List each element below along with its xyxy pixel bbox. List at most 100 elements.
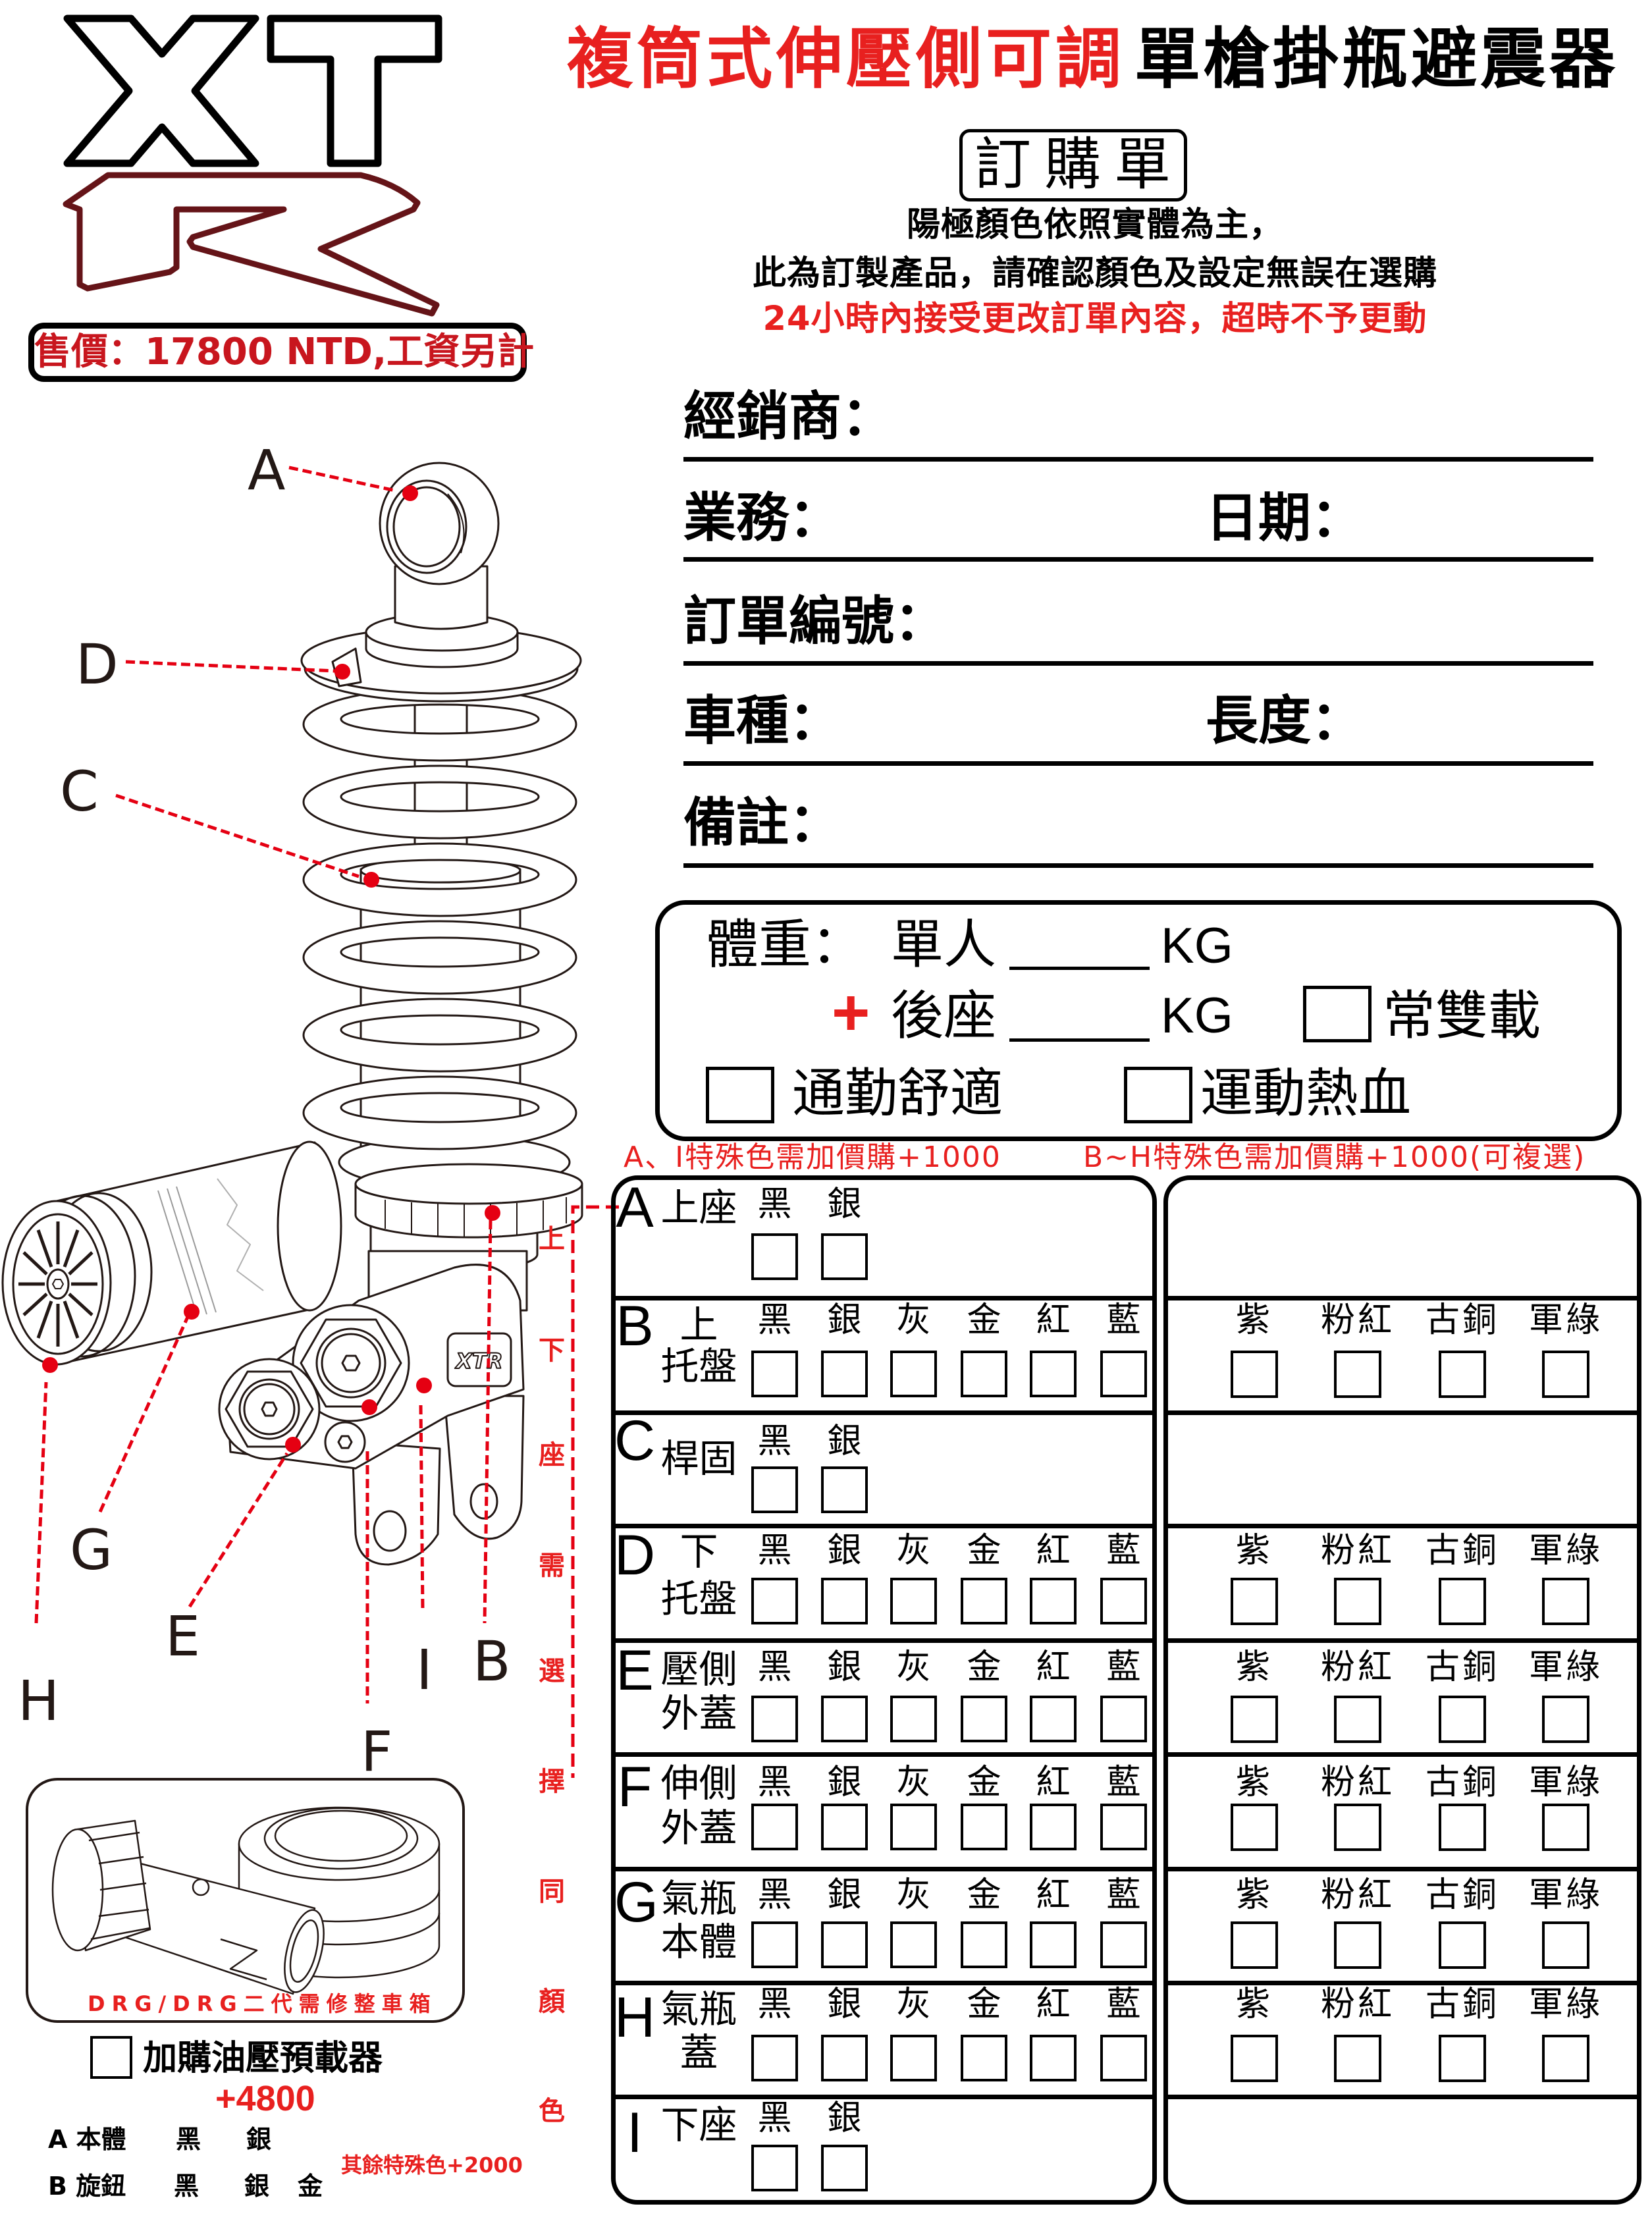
checkbox-b-gray[interactable]: [890, 1351, 937, 1397]
checkbox-h-black[interactable]: [751, 2035, 798, 2081]
checkbox-c-silver[interactable]: [821, 1466, 868, 1513]
checkbox-i-silver[interactable]: [821, 2145, 868, 2191]
checkbox-a-silver[interactable]: [821, 1233, 868, 1280]
addon-part-b-color: 銀: [244, 2172, 270, 2201]
checkbox-h-purple[interactable]: [1231, 2035, 1278, 2082]
checkbox-d-gray[interactable]: [890, 1578, 937, 1624]
checkbox-b-purple[interactable]: [1231, 1351, 1278, 1398]
special-color-option: 古銅: [1426, 1298, 1497, 1403]
checkbox-d-bronze[interactable]: [1439, 1578, 1486, 1625]
row-divider: [616, 1296, 1152, 1300]
checkbox-d-purple[interactable]: [1231, 1578, 1278, 1625]
checkbox-e-red[interactable]: [1030, 1696, 1077, 1742]
date-input[interactable]: [1206, 496, 1593, 562]
row-divider: [616, 1867, 1152, 1871]
color-option: 藍: [1100, 1298, 1147, 1403]
addon-part-b-color: 黑: [174, 2172, 200, 2201]
checkbox-f-gray[interactable]: [890, 1804, 937, 1850]
checkbox-e-black[interactable]: [751, 1696, 798, 1742]
length-input[interactable]: [1206, 700, 1593, 766]
checkbox-f-bronze[interactable]: [1439, 1804, 1486, 1851]
row-divider: [616, 1410, 1152, 1415]
commute-comfort-checkbox[interactable]: [706, 1067, 774, 1123]
same-color-bracket: [571, 1205, 619, 1778]
color-label: 軍綠: [1528, 1763, 1603, 1802]
color-label: 古銅: [1425, 1648, 1499, 1687]
checkbox-b-bronze[interactable]: [1439, 1351, 1486, 1398]
add-preload-adjuster-checkbox[interactable]: [90, 2036, 132, 2079]
remarks-input[interactable]: [683, 802, 1593, 868]
checkbox-d-silver[interactable]: [821, 1578, 868, 1624]
checkbox-b-silver[interactable]: [821, 1351, 868, 1397]
checkbox-b-gold[interactable]: [961, 1351, 1007, 1397]
checkbox-e-blue[interactable]: [1100, 1696, 1147, 1742]
checkbox-i-black[interactable]: [751, 2145, 798, 2191]
checkbox-b-red[interactable]: [1030, 1351, 1077, 1397]
checkbox-f-black[interactable]: [751, 1804, 798, 1850]
checkbox-g-gold[interactable]: [961, 1921, 1007, 1968]
checkbox-g-blue[interactable]: [1100, 1921, 1147, 1968]
checkbox-f-gold[interactable]: [961, 1804, 1007, 1850]
checkbox-g-pink[interactable]: [1334, 1921, 1381, 1969]
checkbox-g-black[interactable]: [751, 1921, 798, 1968]
checkbox-h-red[interactable]: [1030, 2035, 1077, 2081]
passenger-weight-input[interactable]: [1009, 992, 1150, 1042]
checkbox-h-gold[interactable]: [961, 2035, 1007, 2081]
checkbox-e-purple[interactable]: [1231, 1696, 1278, 1743]
order-number-input[interactable]: [683, 600, 1593, 666]
color-label: 古銅: [1425, 1985, 1499, 2024]
checkbox-b-pink[interactable]: [1334, 1351, 1381, 1398]
checkbox-d-blue[interactable]: [1100, 1578, 1147, 1624]
checkbox-a-black[interactable]: [751, 1233, 798, 1280]
checkbox-h-silver[interactable]: [821, 2035, 868, 2081]
frequent-two-up-checkbox[interactable]: [1303, 986, 1372, 1042]
reservoir-end-cap: [1, 1200, 112, 1366]
checkbox-c-black[interactable]: [751, 1466, 798, 1513]
sales-input[interactable]: [683, 496, 1206, 562]
checkbox-g-purple[interactable]: [1231, 1921, 1278, 1969]
checkbox-h-pink[interactable]: [1334, 2035, 1381, 2082]
checkbox-b-black[interactable]: [751, 1351, 798, 1397]
color-option: 藍: [1100, 1640, 1147, 1746]
checkbox-g-gray[interactable]: [890, 1921, 937, 1968]
part-name: 托盤: [660, 1576, 737, 1621]
checkbox-h-blue[interactable]: [1100, 2035, 1147, 2081]
checkbox-e-pink[interactable]: [1334, 1696, 1381, 1743]
checkbox-b-army-green[interactable]: [1542, 1351, 1589, 1398]
vehicle-input[interactable]: [683, 700, 1206, 766]
checkbox-h-army-green[interactable]: [1542, 2035, 1589, 2082]
checkbox-f-red[interactable]: [1030, 1804, 1077, 1850]
checkbox-e-army-green[interactable]: [1542, 1696, 1589, 1743]
rider-weight-input[interactable]: [1009, 921, 1150, 970]
checkbox-d-pink[interactable]: [1334, 1578, 1381, 1625]
checkbox-h-gray[interactable]: [890, 2035, 937, 2081]
checkbox-e-gray[interactable]: [890, 1696, 937, 1742]
checkbox-f-blue[interactable]: [1100, 1804, 1147, 1850]
sport-checkbox[interactable]: [1124, 1067, 1192, 1123]
checkbox-f-purple[interactable]: [1231, 1804, 1278, 1851]
checkbox-f-army-green[interactable]: [1542, 1804, 1589, 1851]
checkbox-g-silver[interactable]: [821, 1921, 868, 1968]
drg-fitment-caption: DRG/DRG二代需修整車箱: [88, 1991, 437, 2016]
checkbox-h-bronze[interactable]: [1439, 2035, 1486, 2082]
checkbox-g-bronze[interactable]: [1439, 1921, 1486, 1969]
color-label: 粉紅: [1320, 1300, 1395, 1340]
checkbox-b-blue[interactable]: [1100, 1351, 1147, 1397]
dealer-input[interactable]: [683, 396, 1593, 462]
color-label: 銀: [827, 1531, 862, 1570]
checkbox-e-bronze[interactable]: [1439, 1696, 1486, 1743]
color-option: 紅: [1030, 1754, 1077, 1860]
checkbox-f-silver[interactable]: [821, 1804, 868, 1850]
checkbox-f-pink[interactable]: [1334, 1804, 1381, 1851]
checkbox-d-black[interactable]: [751, 1578, 798, 1624]
checkbox-e-silver[interactable]: [821, 1696, 868, 1742]
color-label: 藍: [1106, 1985, 1141, 2024]
checkbox-d-red[interactable]: [1030, 1578, 1077, 1624]
checkbox-d-army-green[interactable]: [1542, 1578, 1589, 1625]
color-label: 金: [967, 1985, 1001, 2024]
checkbox-g-red[interactable]: [1030, 1921, 1077, 1968]
row-divider: [1168, 1410, 1637, 1415]
checkbox-e-gold[interactable]: [961, 1696, 1007, 1742]
checkbox-d-gold[interactable]: [961, 1578, 1007, 1624]
checkbox-g-army-green[interactable]: [1542, 1921, 1589, 1969]
